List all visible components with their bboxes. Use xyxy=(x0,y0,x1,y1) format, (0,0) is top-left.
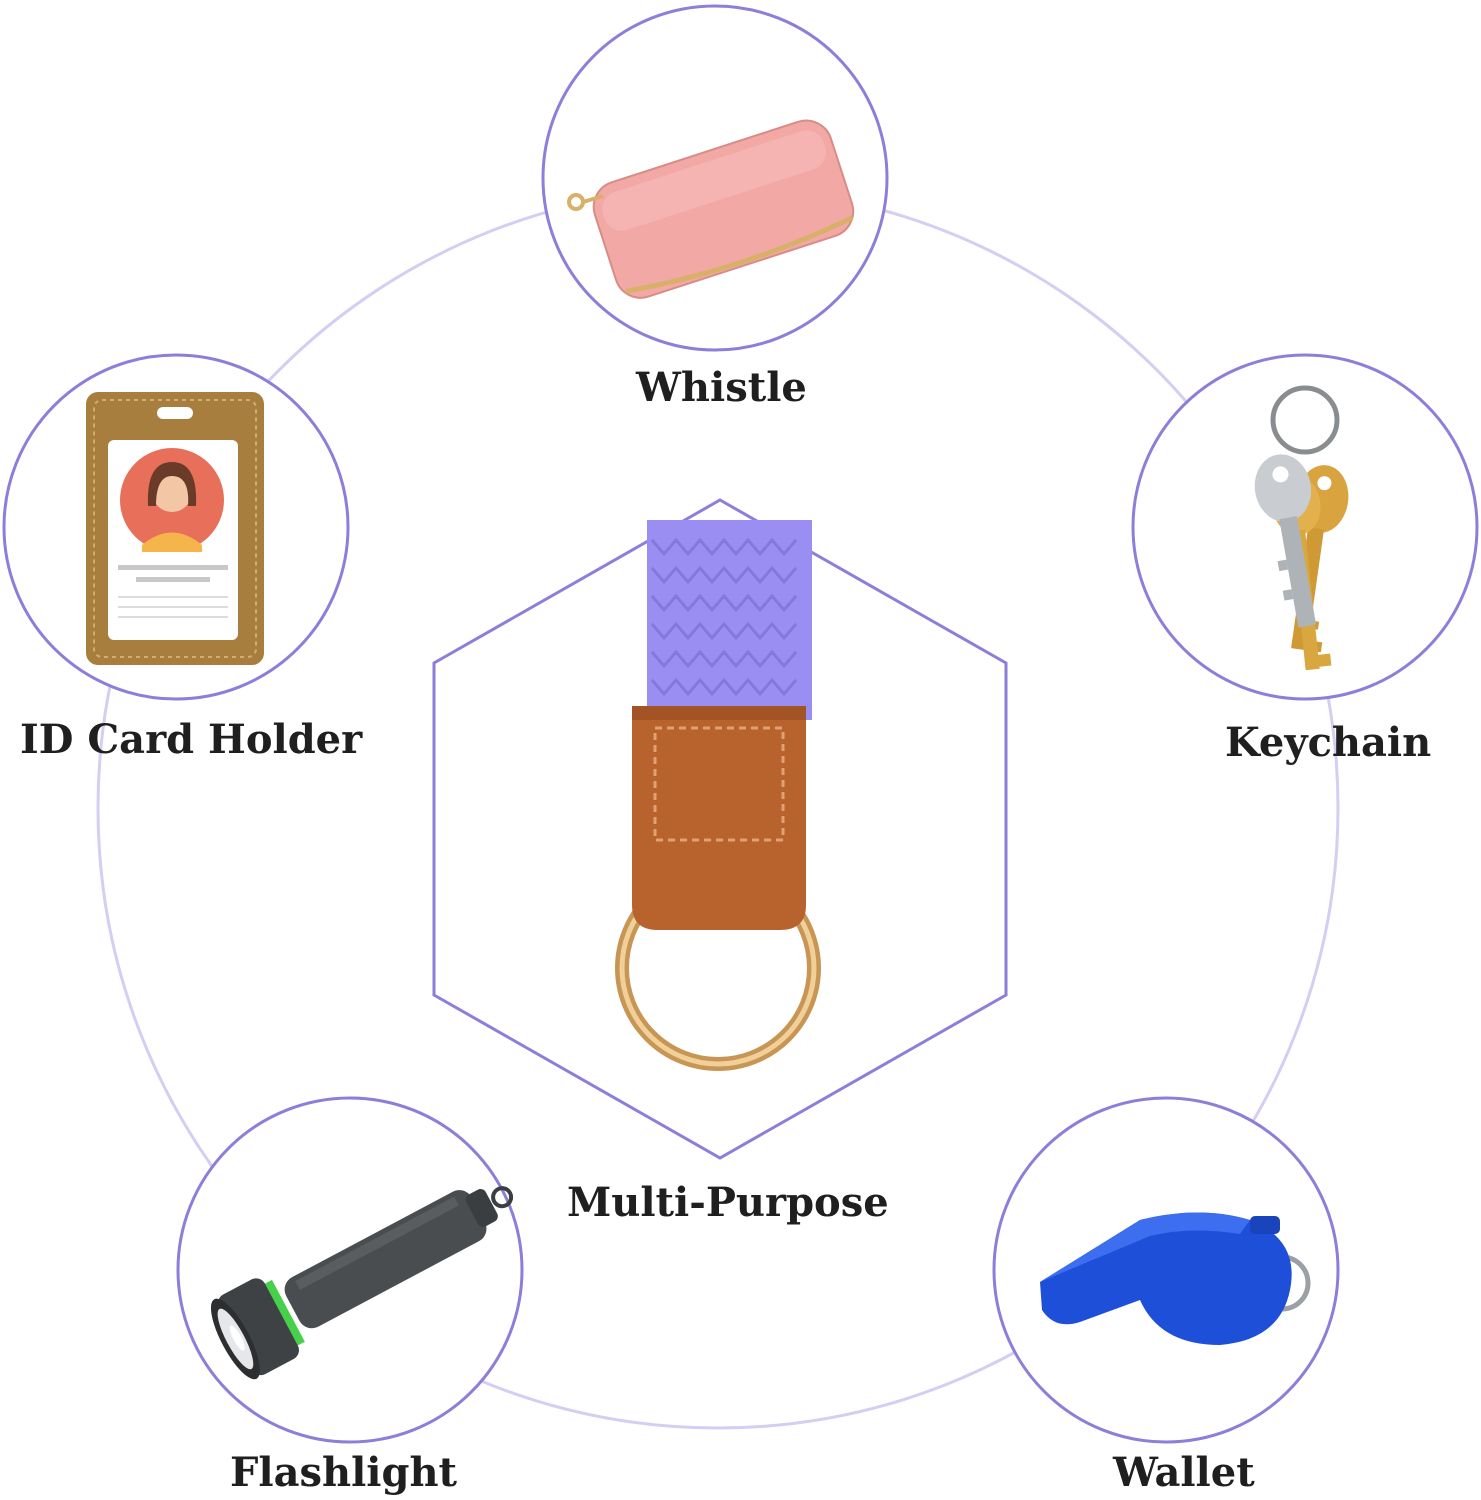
id-card-holder-icon xyxy=(86,392,264,665)
wallet-icon xyxy=(567,119,855,299)
lanyard-strap-icon xyxy=(615,520,821,1071)
whistle-icon xyxy=(1040,1212,1311,1345)
label-center: Multi-Purpose xyxy=(567,1179,889,1226)
keys-icon xyxy=(1254,385,1349,671)
label-bottom-left: Flashlight xyxy=(230,1449,458,1496)
flashlight-icon xyxy=(210,1186,514,1380)
label-top: Whistle xyxy=(636,364,807,411)
label-bottom-right: Wallet xyxy=(1113,1449,1255,1496)
label-left: ID Card Holder xyxy=(20,716,363,763)
label-right: Keychain xyxy=(1225,719,1432,766)
